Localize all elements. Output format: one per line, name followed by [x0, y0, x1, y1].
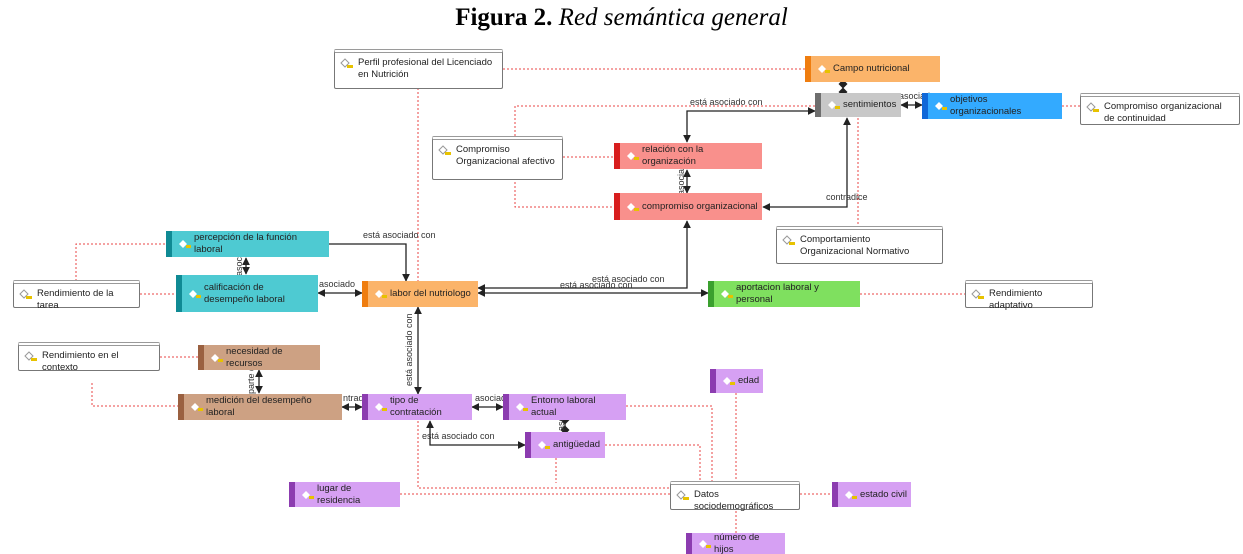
edge-label: está asociado con [690, 97, 763, 107]
code-icon [627, 152, 639, 160]
memo-rendimiento-contexto[interactable]: Rendimiento en el contexto [18, 342, 160, 373]
code-icon [935, 102, 947, 110]
edge-label: asociado [319, 279, 356, 289]
memo-icon [19, 289, 32, 299]
code-icon [179, 240, 191, 248]
code-estado-civil[interactable]: estado civil [832, 482, 911, 507]
code-calificacion-desempeno[interactable]: calificación de desempeño laboral [176, 275, 318, 312]
memo-links [75, 68, 1080, 533]
relation-links [242, 79, 923, 449]
memo-icon [438, 145, 451, 155]
code-antiguedad[interactable]: antigüedad [525, 432, 605, 458]
memo-compromiso-afectivo[interactable]: Compromiso Organizacional afectivo [432, 136, 563, 180]
memo-icon [782, 235, 795, 245]
code-percepcion-funcion-laboral[interactable]: percepción de la función laboral [166, 231, 329, 257]
code-relacion-organizacion[interactable]: relación con la organización [614, 143, 762, 169]
memo-rendimiento-tarea[interactable]: Rendimiento de la tarea [13, 280, 140, 311]
code-icon [211, 353, 223, 362]
code-numero-hijos[interactable]: número de hijos [686, 533, 785, 554]
code-compromiso-organizacional[interactable]: compromiso organizacional [614, 193, 762, 220]
code-icon [627, 202, 639, 211]
code-icon [723, 377, 735, 385]
code-medicion-desempeno[interactable]: medición del desempeño laboral [178, 394, 342, 420]
memo-icon [340, 58, 353, 68]
code-icon [845, 490, 857, 499]
memo-perfil-profesional[interactable]: Perfil profesional del Licenciado en Nut… [334, 49, 503, 89]
code-labor-nutriologo[interactable]: labor del nutriologo [362, 281, 478, 307]
code-campo-nutricional[interactable]: Campo nutricional [805, 56, 940, 82]
memo-icon [1086, 102, 1099, 112]
edge-label: asociad [899, 91, 931, 101]
code-icon [375, 290, 387, 298]
edge-label: está asociado con [560, 280, 633, 290]
code-icon [818, 65, 830, 73]
code-icon [302, 490, 314, 499]
code-objetivos-organizacionales[interactable]: objetivos organizacionales [922, 93, 1062, 119]
code-icon [191, 403, 203, 411]
edge-label: está asociado con [592, 274, 665, 284]
code-sentimientos[interactable]: sentimientos [815, 93, 901, 117]
code-icon [375, 403, 387, 411]
code-icon [699, 539, 711, 548]
edge-label: asociad [475, 393, 507, 403]
edge-label: ntradi [343, 393, 366, 403]
edge-label: está asociado con [404, 313, 414, 386]
code-aportacion-laboral[interactable]: aportacion laboral y personal [708, 281, 860, 307]
code-icon [721, 290, 733, 298]
memo-compromiso-continuidad[interactable]: Compromiso organizacional de continuidad [1080, 93, 1240, 125]
edge-label: está asociado con [363, 230, 436, 240]
code-entorno-laboral[interactable]: Entorno laboral actual [503, 394, 626, 420]
memo-icon [971, 289, 984, 299]
code-icon [828, 101, 840, 109]
code-icon [538, 441, 550, 449]
memo-datos-sociodemograficos[interactable]: Datos sociodemográficos [670, 481, 800, 512]
code-necesidad-recursos[interactable]: necesidad de recursos [198, 345, 320, 370]
code-edad[interactable]: edad [710, 369, 763, 393]
edge-label: está asociado con [422, 431, 495, 441]
memo-rendimiento-adaptativo[interactable]: Rendimiento adaptativo [965, 280, 1093, 311]
figure-title: Figura 2. Red semántica general [455, 4, 788, 31]
edge-label: contradice [826, 192, 868, 202]
code-icon [189, 289, 201, 298]
code-lugar-residencia[interactable]: lugar de residencia [289, 482, 400, 507]
edge-label: parte d [246, 365, 256, 394]
memo-comportamiento-normativo[interactable]: Comportamiento Organizacional Normativo [776, 226, 943, 264]
memo-icon [24, 351, 37, 361]
code-icon [516, 403, 528, 411]
code-tipo-contratacion[interactable]: tipo de contratación [362, 394, 472, 420]
memo-icon [676, 490, 689, 500]
